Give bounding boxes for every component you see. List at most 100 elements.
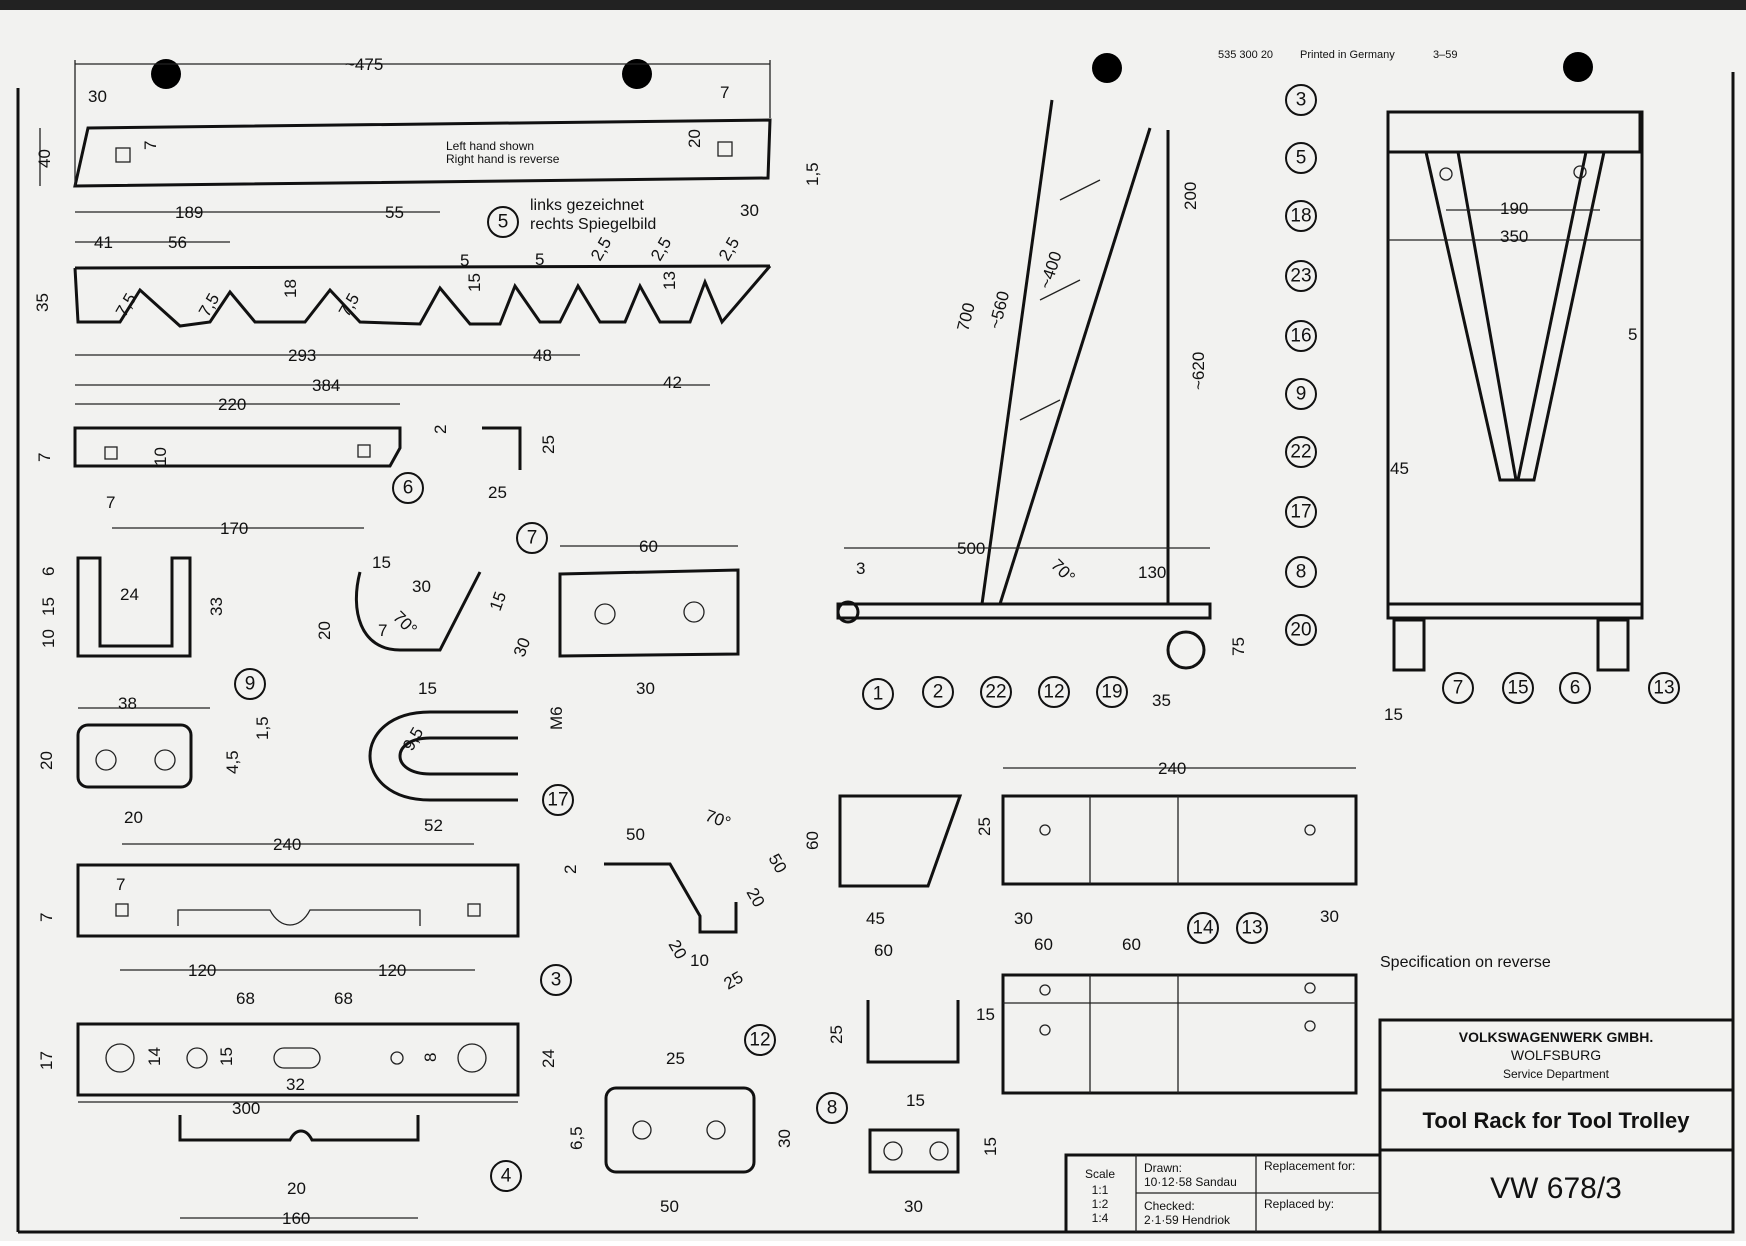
hole (1304, 982, 1316, 994)
rack-slanted-frame (980, 99, 1054, 605)
dim-130: 130 (1138, 563, 1166, 582)
part3-cutout (177, 909, 421, 926)
slotted-rack (73, 264, 772, 328)
svg-text:15: 15 (1507, 678, 1528, 699)
svg-text:2: 2 (933, 682, 944, 703)
dim-293: 293 (288, 346, 316, 365)
part13-plate (1001, 794, 1358, 886)
svg-text:22: 22 (985, 682, 1006, 703)
dim-50b: 50 (765, 851, 791, 877)
dim-30i: 30 (904, 1197, 923, 1216)
svg-text:17: 17 (1290, 502, 1311, 523)
balloon: 17 (542, 784, 574, 816)
dim-15l: 15 (1384, 705, 1403, 724)
dim-17: 17 (37, 1051, 56, 1070)
dim-13: 13 (660, 271, 679, 290)
svg-text:1: 1 (873, 684, 884, 705)
dim-240b: 240 (1158, 759, 1186, 778)
balloon: 19 (1096, 676, 1128, 708)
hole (457, 1043, 487, 1073)
balloon: 3 (540, 964, 572, 996)
hole (186, 1047, 208, 1069)
svg-text:7: 7 (1453, 678, 1464, 699)
dim-50a: 50 (626, 825, 645, 844)
checked-value: 2·1·59 Hendriok (1144, 1213, 1231, 1227)
dim-1-5b: 1,5 (253, 716, 272, 740)
hole (390, 1051, 404, 1065)
hole (1039, 824, 1051, 836)
svg-text:8: 8 (827, 1098, 838, 1119)
dim-560: ~560 (985, 289, 1013, 331)
square-hole (357, 444, 371, 458)
dim-15h: 15 (217, 1047, 236, 1066)
replacement-for: Replacement for: (1264, 1159, 1355, 1173)
dim-25g: 25 (975, 817, 994, 836)
dim-120b: 120 (378, 961, 406, 980)
dim-60b: 60 (803, 831, 822, 850)
company-dept: Service Department (1503, 1067, 1610, 1081)
note-right-hand: Right hand is reverse (446, 152, 560, 166)
dim-7: 7 (141, 141, 160, 150)
dim-160: 160 (282, 1209, 310, 1228)
dim-2-5c: 2,5 (715, 234, 743, 264)
dim-15k: 15 (981, 1137, 1000, 1156)
dim-14: 14 (145, 1047, 164, 1066)
part9-plate (76, 723, 193, 789)
dim-25h: 25 (827, 1025, 846, 1044)
dim-1-5: 1,5 (803, 162, 822, 186)
dim-45c: 45 (1390, 459, 1409, 478)
balloon: 14 (1187, 912, 1219, 944)
hole (1439, 167, 1453, 181)
front-v-struts (1424, 151, 1606, 482)
svg-text:7: 7 (527, 528, 538, 549)
dim-170: 170 (220, 519, 248, 538)
svg-text:3: 3 (551, 970, 562, 991)
note-german-2: rechts Spiegelbild (530, 216, 656, 233)
punch-hole (151, 59, 181, 89)
front-base (1386, 602, 1644, 620)
dim-10a: 10 (151, 447, 170, 466)
dim-15e: 15 (372, 553, 391, 572)
drawing-title: Tool Rack for Tool Trolley (1423, 1108, 1691, 1133)
dim-55: 55 (385, 203, 404, 222)
dim-30: 30 (88, 87, 107, 106)
printed-note: Printed in Germany (1300, 49, 1395, 61)
angled-bracket (604, 862, 738, 934)
drawn-value: 10·12·58 Sandau (1144, 1175, 1237, 1189)
balloon: 12 (744, 1024, 776, 1056)
part14-plate (1001, 973, 1358, 1095)
dim-15f: 15 (486, 589, 510, 613)
bent-bracket (354, 571, 482, 652)
balloon: 8 (816, 1092, 848, 1124)
dim-8: 8 (421, 1053, 440, 1062)
hole (883, 1141, 903, 1161)
dim-200: 200 (1181, 182, 1200, 210)
front-caster-left (1392, 618, 1426, 672)
balloon: 22 (980, 676, 1012, 708)
dim-52: 52 (424, 816, 443, 835)
dim-7c: 7 (35, 453, 54, 462)
dim-5c: 5 (1628, 325, 1637, 344)
hole (929, 1141, 949, 1161)
dim-240a: 240 (273, 835, 301, 854)
dim-7-5c: 7,5 (335, 290, 363, 320)
dim-32: 32 (286, 1075, 305, 1094)
dim-30e: 30 (636, 679, 655, 698)
dim-25f: 25 (721, 968, 747, 994)
balloon: 9 (1285, 378, 1317, 410)
svg-text:13: 13 (1653, 678, 1674, 699)
dim-20d: 20 (315, 621, 334, 640)
trolley-base (836, 602, 1212, 620)
hole (1039, 1024, 1051, 1036)
hole (1573, 165, 1587, 179)
rack-slots (1019, 179, 1101, 421)
dim-35b: 35 (1152, 691, 1171, 710)
hole (95, 749, 117, 771)
dim-2a: 2 (431, 425, 450, 434)
part4-channel (178, 1115, 420, 1142)
slot (273, 1047, 321, 1069)
hole (154, 749, 176, 771)
dim-2-5a: 2,5 (587, 234, 615, 264)
part3-lower (76, 1022, 520, 1097)
dim-15c: 15 (39, 597, 58, 616)
